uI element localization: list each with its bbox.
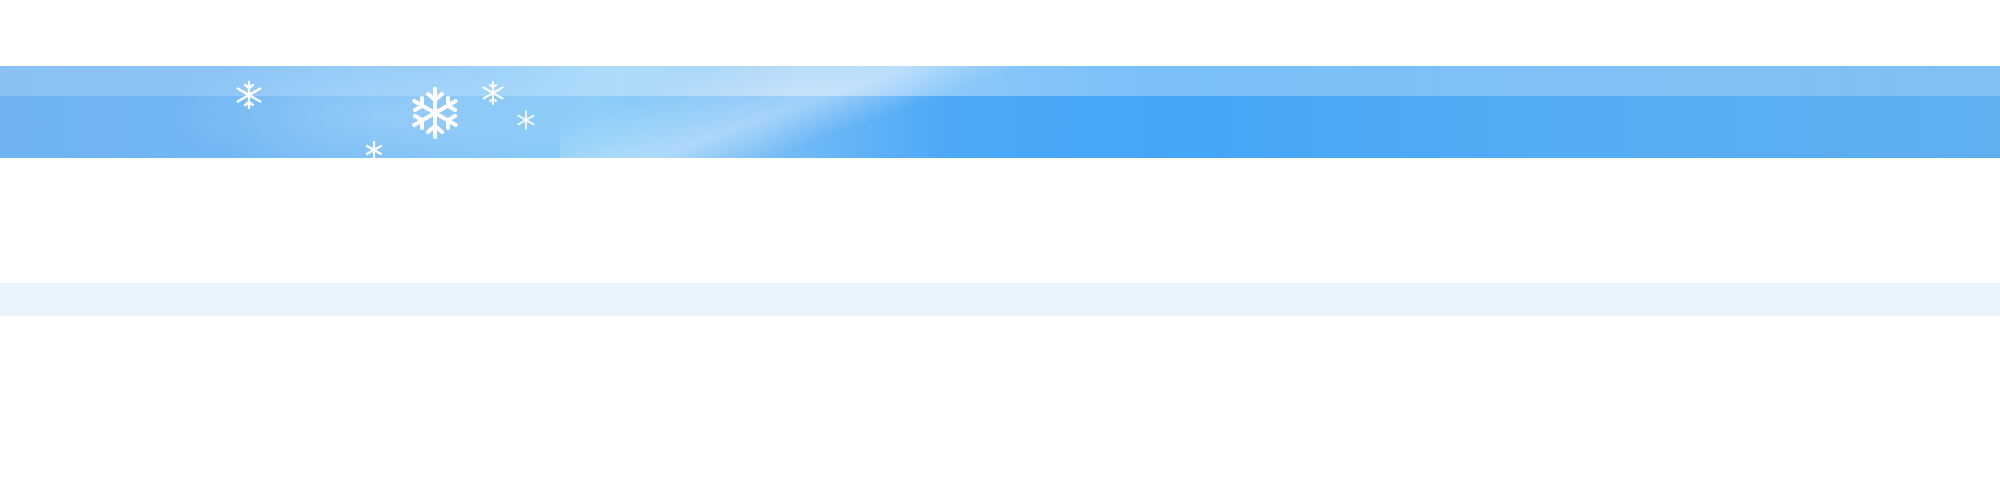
- banner-highlight: [0, 66, 2000, 96]
- banner-glow: [160, 66, 620, 158]
- banner-light-streak: [560, 66, 1080, 158]
- sparkle-icon: [516, 110, 536, 130]
- header-banner: [0, 66, 2000, 158]
- snowflake-icon: [234, 80, 264, 110]
- snowflake-icon: [364, 140, 384, 158]
- snowflake-icon: [480, 80, 506, 106]
- content-stripe: [0, 283, 2000, 316]
- snowflake-icon: [408, 86, 462, 140]
